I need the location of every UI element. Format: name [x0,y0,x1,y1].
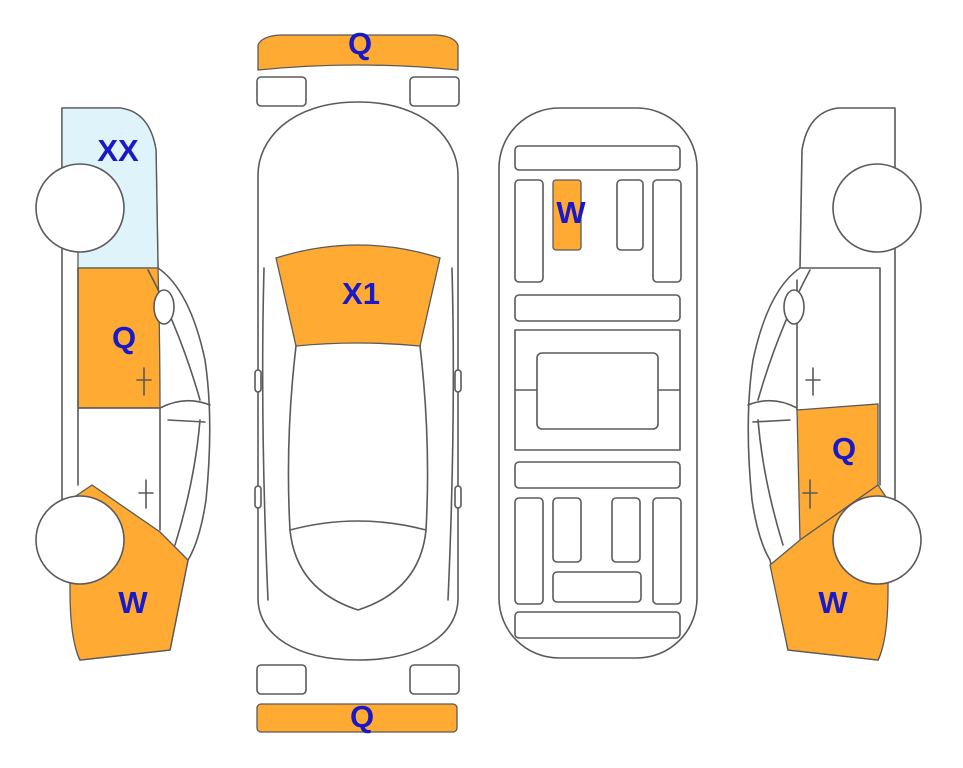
left-mirror [153,289,175,325]
front-right-wheel [409,76,460,107]
underbody-view: W [498,107,698,659]
underbody-label: W [556,195,586,230]
right-rear-door-label: Q [832,431,856,466]
right-side-view: Q W [747,107,922,661]
left-handle-rear [138,479,154,509]
underbody-block-rc [552,571,642,603]
left-side-view: XX Q W [35,107,211,661]
underbody-center-frame [514,329,681,451]
right-mirror [783,289,805,325]
left-rear-quarter-label: W [118,585,148,620]
underbody-block-rm1 [552,497,582,563]
left-front-wheel [35,163,125,253]
right-front-wheel [832,163,922,253]
left-rear-wheel [35,495,125,585]
left-handle-1 [254,369,262,393]
right-door-lines [747,267,881,546]
rear-window [289,520,427,611]
underbody-block-mid [616,179,644,251]
left-front-door-label: Q [112,320,136,355]
left-handle-2 [254,485,262,509]
front-left-wheel [256,76,307,107]
underbody-bar-3 [514,461,681,489]
underbody-center-panel [536,352,659,430]
side-lines-left [287,345,297,531]
roof-panel[interactable] [275,244,441,347]
front-bumper-panel[interactable] [257,34,459,71]
right-handle-rear [802,479,818,509]
rear-bumper-panel[interactable] [256,703,458,733]
right-handle-2 [454,485,462,509]
underbody-panel[interactable] [552,179,582,251]
cabin-outline [261,267,455,601]
front-bumper-label: Q [348,26,372,61]
underbody-bar-2 [514,294,681,322]
top-view: Q X1 Q [254,26,462,734]
underbody-bar-top [514,145,681,171]
underbody-block-rl [514,497,544,605]
rear-left-wheel [256,664,307,695]
rear-bumper-label: Q [350,699,374,734]
right-handle-front [805,367,821,396]
underbody-block-left [514,179,544,283]
left-door-lines [77,267,211,546]
right-rear-wheel [832,495,922,585]
roof-label: X1 [342,276,380,311]
underbody-block-right [652,179,682,283]
rear-right-wheel [409,664,460,695]
car-body-top [257,101,459,661]
left-front-fender-label: XX [97,133,139,168]
underbody-block-rm2 [611,497,641,563]
right-handle-1 [454,369,462,393]
underbody-block-rr [652,497,682,605]
right-rear-quarter-label: W [818,585,848,620]
underbody-bar-bottom [514,611,681,639]
left-handle-front [136,367,152,396]
side-lines-right [419,345,429,531]
